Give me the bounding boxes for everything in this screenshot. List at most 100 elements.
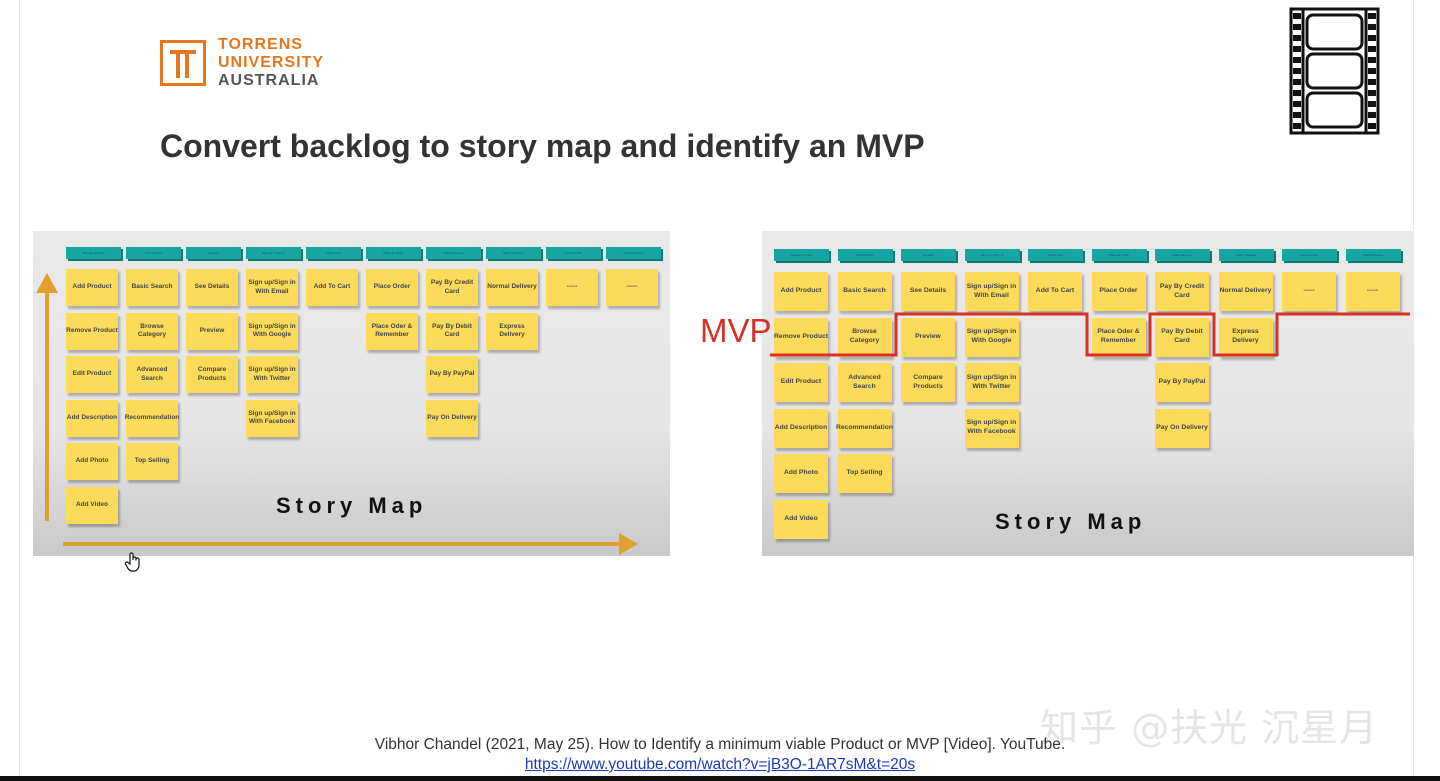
column-header: Add to Cart [1028,249,1083,261]
sticky-note: Edit Product [66,356,118,393]
sticky-note: Basic Search [837,272,892,311]
sticky-note: Pay By PayPal [426,356,478,393]
column-header: Cancel Order [1282,249,1337,261]
sticky-note: Add Product [774,272,828,311]
sticky-note: Pay By Debit Card [426,312,478,350]
sticky-note: Sign up/Sign in With Email [246,269,298,306]
slide-title: Convert backlog to story map and identif… [160,128,925,164]
axis-arrows [36,273,638,555]
sticky-note: Sign up/Sign in With Google [964,317,1019,357]
sticky-note: Advanced Search [837,363,892,402]
sticky-note: Pay On Delivery [1155,408,1209,448]
sticky-note: Compare Products [186,356,238,393]
slide-left-border [19,0,20,781]
hand-cursor-icon [124,552,140,572]
column-header: Find Product [126,247,181,259]
column-header: Submit Review [606,247,661,259]
column-header: Cancel Order [546,247,601,259]
mvp-boundary-line [770,312,1410,357]
sticky-note: Add Description [66,399,118,437]
torrens-logo-text: TORRENS UNIVERSITY AUSTRALIA [218,36,324,90]
youtube-link[interactable]: https://www.youtube.com/watch?v=jB3O-1AR… [524,756,916,773]
sticky-note: Sign up/Sign in With Facebook [964,408,1019,448]
column-header: Manage Product [66,247,121,259]
mvp-line [770,312,1410,357]
column-header: Make Shipment [486,247,541,259]
sticky-note: Add To Cart [306,269,358,306]
sticky-note: Top Selling [837,454,892,493]
column-header: Explore [186,247,241,259]
watermark-text: 知乎 @扶光 沉星月 [1040,706,1379,750]
story-map-label: Story Map [276,493,428,518]
sticky-note: Basic Search [126,269,178,306]
sticky-note: Add Video [774,499,828,539]
column-header: Sign Up / Sign In [964,249,1020,261]
film-strip-icon [1289,7,1380,135]
column-header: Add to Cart [306,247,361,259]
sticky-note: Sign up/Sign in With Google [246,312,298,350]
sticky-note: Add Photo [774,454,828,493]
citation-text: Vibhor Chandel (2021, May 25). How to Id… [374,736,1066,753]
sticky-note: Edit Product [774,363,828,402]
sticky-note: Preview [186,312,238,350]
sticky-note: Sign up/Sign in With Twitter [964,363,1019,402]
sticky-note: Compare Products [901,363,955,402]
torrens-logo: TORRENS UNIVERSITY AUSTRALIA [160,36,324,90]
sticky-note: Browse Category [126,312,178,350]
sticky-note: See Details [901,272,955,311]
sticky-note: ----- [546,269,598,306]
sticky-note: Express Delivery [1218,317,1273,357]
sticky-note: Add Product [66,269,118,306]
sticky-note: Pay By Debit Card [1155,317,1209,357]
sticky-note: ----- [1345,272,1400,311]
bottom-bar [0,776,1440,781]
sticky-note: Normal Delivery [486,269,538,306]
sticky-note: Recommendation [125,399,179,437]
sticky-note: Sign up/Sign in With Twitter [246,356,298,393]
story-map-image-left: Story Map Manage Product Find Product Expl… [33,231,670,556]
column-header: Place an Order [366,247,421,259]
sticky-note: Sign up/Sign in With Email [964,272,1019,311]
story-map-label: Story Map [995,509,1147,534]
sticky-note: ----- [606,269,658,306]
sticky-note: Add Description [774,408,828,448]
sticky-note: Place Order [366,269,418,306]
logo-line-2: UNIVERSITY [218,54,325,71]
column-header: Manage Product [774,249,829,261]
sticky-note: See Details [186,269,238,306]
logo-line-3: AUSTRALIA [218,72,320,89]
sticky-note: Add To Cart [1028,272,1082,311]
sticky-note: Express Delivery [486,312,538,350]
sticky-note: Preview [901,317,955,357]
sticky-note: Place Order [1091,272,1146,311]
sticky-note: Advanced Search [126,356,178,393]
mvp-label: MVP [700,312,772,349]
sticky-note: Add Video [66,486,118,524]
column-header: Submit Review [1345,249,1401,261]
column-header: Sign Up / Sign In [246,247,301,259]
sticky-note: Pay By Credit Card [1155,272,1209,311]
sticky-note: Top Selling [126,443,178,480]
sticky-note: Browse Category [837,317,892,357]
column-header: Find Product [837,249,893,261]
sticky-note: Sign up/Sign in With Facebook [246,399,298,437]
column-header: Make Payment [1155,249,1210,261]
sticky-note: Place Oder & Remember [1091,317,1146,357]
sticky-note: Pay By PayPal [1155,363,1209,402]
logo-line-1: TORRENS [218,36,303,53]
sticky-note: Pay On Delivery [426,399,478,437]
sticky-note: Remove Product [66,312,118,350]
story-map-image-right: Story Map Manage Product Find Product Expl… [762,231,1414,556]
sticky-note: Place Oder & Remember [366,312,418,350]
column-header: Place an Order [1091,249,1147,261]
sticky-note: Recommendation [836,408,893,448]
sticky-note: Remove Product [774,317,828,357]
column-header: Make Payment [426,247,481,259]
torrens-logo-mark [160,40,206,86]
sticky-note: ----- [1282,272,1336,311]
sticky-note: Pay By Credit Card [426,269,478,306]
sticky-note: Add Photo [66,443,118,480]
column-header: Explore [901,249,956,261]
column-header: Make Shipment [1218,249,1274,261]
